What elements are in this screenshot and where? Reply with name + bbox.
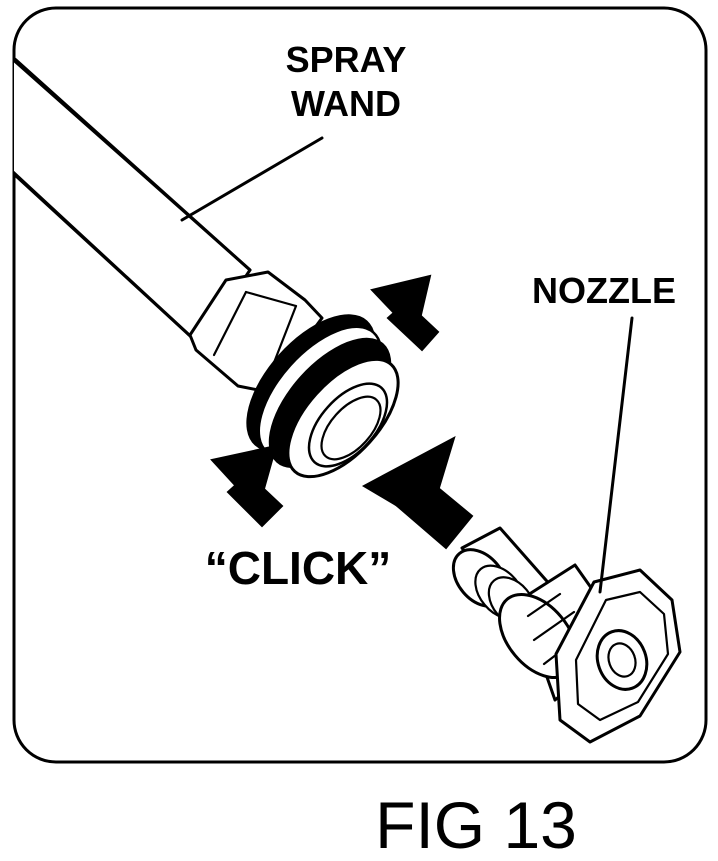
push-arrow-icon bbox=[210, 444, 284, 528]
push-arrow-icon bbox=[370, 274, 440, 352]
push-arrow-icon bbox=[361, 435, 474, 550]
spray-wand-label-line1: SPRAY bbox=[286, 39, 407, 80]
spray-wand-label-line2: WAND bbox=[291, 83, 401, 124]
spray-wand-leader-line bbox=[180, 136, 324, 222]
nozzle bbox=[451, 526, 682, 744]
click-label: “CLICK” bbox=[205, 542, 392, 594]
nozzle-leader-line bbox=[598, 316, 634, 594]
quick-connect-coupler bbox=[246, 314, 400, 479]
figure-caption: FIG 13 bbox=[375, 788, 577, 861]
nozzle-label: NOZZLE bbox=[532, 270, 676, 311]
